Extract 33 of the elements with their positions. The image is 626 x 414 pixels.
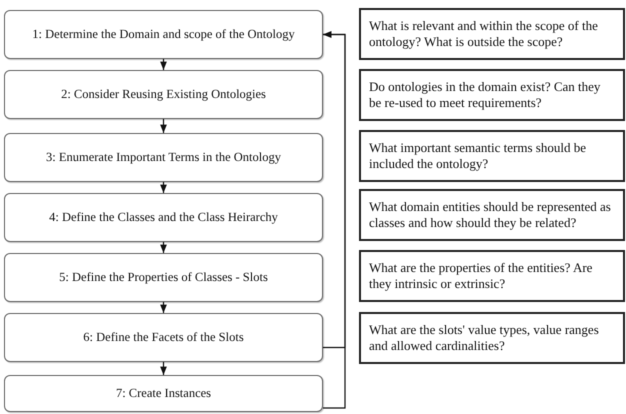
process-box [4, 313, 323, 362]
question-text: Do ontologies in the domain exist? Can they be re-used to meet requirements? [369, 78, 602, 112]
process-box [4, 193, 323, 242]
question-box [359, 69, 625, 121]
question-box [359, 130, 625, 182]
question-text: What domain entities should be represented as classes and how should they be related? [369, 198, 612, 232]
process-box [4, 375, 323, 412]
arrow [160, 182, 167, 193]
step-label: 7: Create Instances [116, 386, 212, 401]
arrow [160, 242, 167, 253]
question-text: What important semantic terms should be included the ontology? [369, 140, 587, 172]
step-label: 2: Consider Reusing Existing Ontologies [61, 87, 266, 102]
question-box [359, 312, 625, 364]
process-box [4, 10, 323, 59]
question-box [359, 189, 625, 241]
step-label: 5: Define the Properties of Classes - Slots [59, 270, 268, 285]
arrow [160, 362, 167, 375]
arrow [160, 119, 167, 133]
process-box [4, 70, 323, 119]
process-box [4, 253, 323, 302]
step-label: 3: Enumerate Important Terms in the Ontology [46, 150, 281, 165]
step-label: 1: Determine the Domain and scope of the Ontology [32, 27, 295, 42]
arrow [323, 31, 346, 409]
process-box [4, 133, 323, 182]
question-text: What is relevant and within the scope of the ontology? What is outside the scope? [369, 18, 599, 50]
arrow [160, 302, 167, 313]
arrow [160, 59, 167, 70]
question-box [359, 8, 625, 60]
question-text: What are the slots' value types, value ranges and allowed cardinalities? [369, 322, 600, 354]
question-text: What are the properties of the entities? Are they intrinsic or extrinsic? [369, 260, 594, 292]
step-label: 4: Define the Classes and the Class Heirarchy [49, 210, 278, 225]
question-box [359, 250, 625, 302]
step-label: 6: Define the Facets of the Slots [83, 330, 244, 345]
